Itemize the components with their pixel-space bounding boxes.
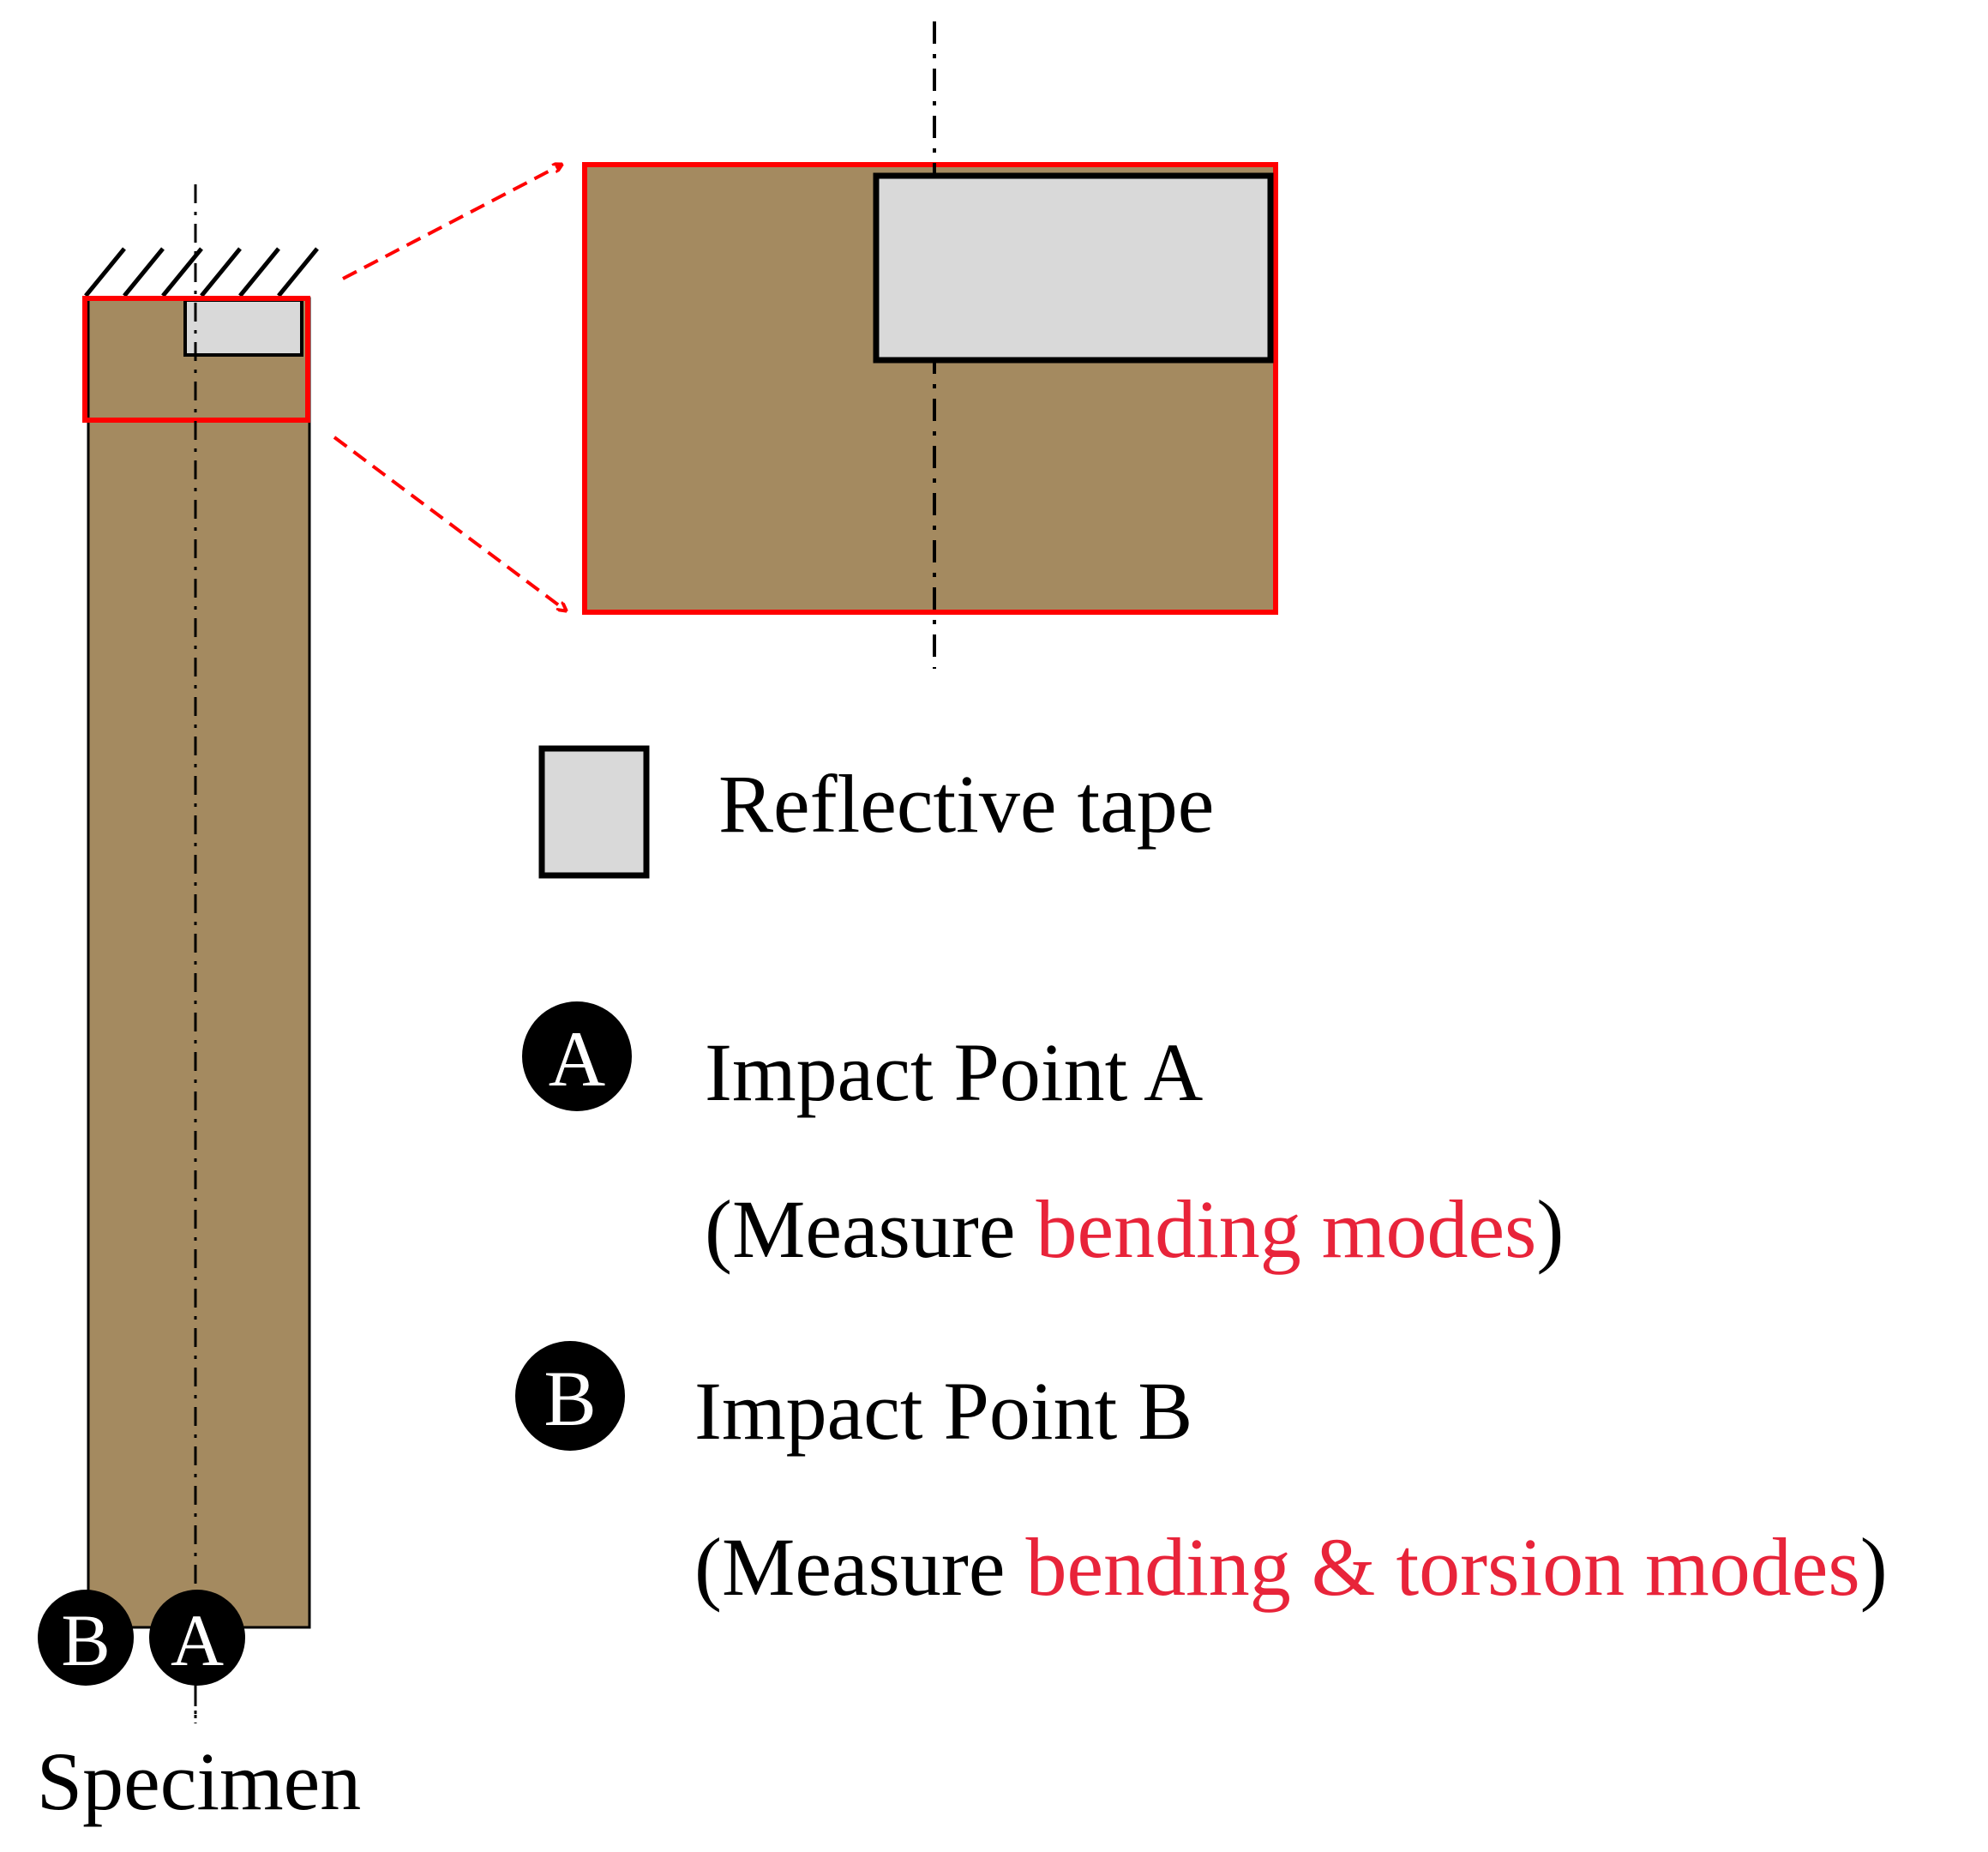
zoom-arrow-bottom: [333, 436, 566, 610]
specimen-marker-b-label: B: [61, 1599, 110, 1681]
legend-impact-a-desc-highlight: bending modes: [1036, 1183, 1536, 1275]
legend-impact-b-desc: (Measure bending & torsion modes): [694, 1521, 1888, 1613]
legend-tape-swatch: [538, 745, 650, 879]
specimen-label: Specimen: [37, 1735, 362, 1827]
legend-impact-point-b: B Impact Point B (Measure bending & tors…: [515, 1341, 1888, 1613]
fixed-support-hatching: [84, 247, 319, 298]
legend-impact-a-title: Impact Point A: [705, 1026, 1203, 1118]
specimen-reflective-tape: [183, 298, 303, 357]
legend-impact-b-desc-highlight: bending & torsion modes: [1025, 1521, 1859, 1613]
zoomed-reflective-tape: [873, 172, 1274, 364]
legend-reflective-tape: Reflective tape: [538, 745, 1214, 879]
legend-marker-b: B: [544, 1355, 596, 1442]
legend-impact-point-a: A Impact Point A (Measure bending modes): [522, 1001, 1564, 1275]
legend-impact-a-desc-open: (Measure: [705, 1183, 1036, 1275]
specimen-impact-marker-a: A: [149, 1590, 245, 1686]
legend: Reflective tape A Impact Point A (Measur…: [515, 745, 1888, 1613]
zoom-arrows: [333, 165, 566, 610]
legend-impact-a-desc-close: ): [1536, 1183, 1564, 1275]
specimen-impact-marker-b: B: [38, 1590, 134, 1686]
specimen-zoom-region: [82, 296, 310, 423]
legend-tape-label: Reflective tape: [718, 758, 1214, 850]
zoom-arrow-top: [342, 165, 562, 280]
legend-impact-b-desc-close: ): [1860, 1521, 1888, 1613]
zoomed-detail: [582, 21, 1278, 669]
specimen-bar: [87, 297, 311, 1629]
legend-impact-b-title: Impact Point B: [694, 1365, 1192, 1457]
legend-impact-b-desc-open: (Measure: [694, 1521, 1025, 1613]
specimen-marker-a-label: A: [171, 1599, 224, 1681]
legend-impact-a-desc: (Measure bending modes): [705, 1183, 1564, 1275]
legend-marker-a: A: [549, 1015, 605, 1103]
specimen: [82, 184, 319, 1723]
